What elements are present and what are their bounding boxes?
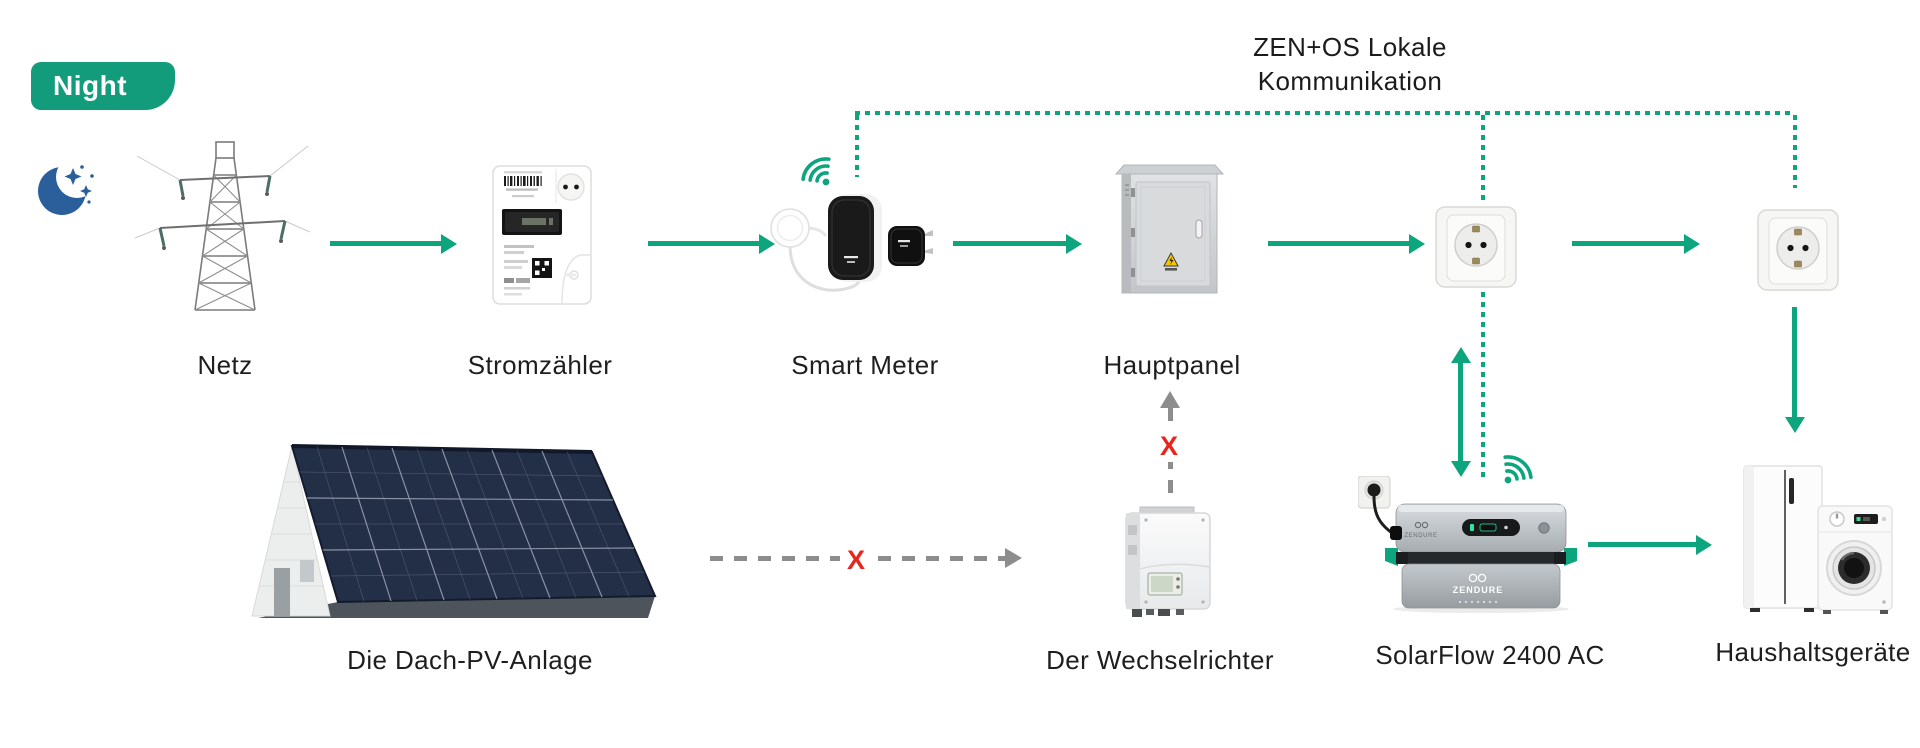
flow-arrow-smartmeter-to-hauptpanel [953, 241, 1066, 246]
zen-comm-line-horizontal [855, 111, 1795, 115]
wifi-icon [1503, 455, 1533, 484]
flow-arrow-hauptpanel-to-socket1 [1268, 241, 1409, 246]
pv-anlage-label: Die Dach-PV-Anlage [347, 645, 593, 675]
zen-comm-drop-socket2 [1793, 115, 1797, 188]
blocked-marker-pv-inverter: X [840, 545, 873, 576]
pv-anlage-illustration [251, 444, 657, 618]
zen-comm-drop-smart-meter [855, 115, 859, 177]
smart-meter-label: Smart Meter [791, 350, 939, 380]
wall-socket-2-illustration [1757, 209, 1839, 291]
zen-os-annotation-line2: Kommunikation [1257, 66, 1443, 96]
zen-comm-drop-solarflow [1481, 292, 1485, 478]
flow-arrow-socket1-to-socket2 [1572, 241, 1684, 246]
inactive-arrowhead-hauptpanel [1160, 391, 1180, 408]
solarflow-label: SolarFlow 2400 AC [1375, 640, 1605, 670]
flow-arrow-netz-to-stromzaehler [330, 241, 441, 246]
night-mode-badge: Night [31, 62, 175, 110]
stromzaehler-illustration [492, 165, 592, 305]
netz-label: Netz [197, 350, 253, 380]
flow-arrow-socket2-to-appliances [1792, 307, 1797, 419]
zen-os-annotation: ZEN+OS Lokale Kommunikation [1200, 30, 1500, 98]
zen-os-annotation-line1: ZEN+OS Lokale [1253, 32, 1447, 62]
wifi-icon [801, 157, 831, 186]
hauptpanel-illustration [1114, 164, 1225, 294]
solarflow-brand-small: ZENDURE [1404, 533, 1437, 539]
wall-socket-1-illustration [1435, 206, 1517, 288]
flow-arrow-stromzaehler-to-smartmeter [648, 241, 759, 246]
zen-comm-drop-socket1 [1481, 115, 1485, 205]
haushaltsgeraete-illustration [1743, 465, 1893, 614]
wechselrichter-label: Der Wechselrichter [1046, 645, 1274, 675]
warning-triangle-icon [1163, 251, 1179, 271]
stromzaehler-label: Stromzähler [467, 350, 613, 380]
hauptpanel-label: Hauptpanel [1103, 350, 1241, 380]
solarflow-illustration: ZENDURE ZENDURE [1358, 476, 1577, 613]
solarflow-brand-main: ZENDURE [1453, 585, 1504, 595]
night-mode-label: Night [53, 70, 128, 101]
inactive-arrowhead-inverter [1005, 548, 1022, 568]
moon-icon [38, 165, 94, 215]
flow-arrow-solarflow-to-appliances [1588, 542, 1696, 547]
haushaltsgeraete-label: Haushaltsgeräte [1715, 637, 1911, 667]
netz-tower-illustration [135, 141, 310, 311]
smart-meter-illustration [770, 157, 933, 292]
wechselrichter-illustration [1125, 506, 1211, 617]
blocked-marker-inverter-hauptpanel: X [1153, 431, 1186, 462]
flow-arrow-socket1-solarflow-bidirectional [1458, 361, 1463, 463]
